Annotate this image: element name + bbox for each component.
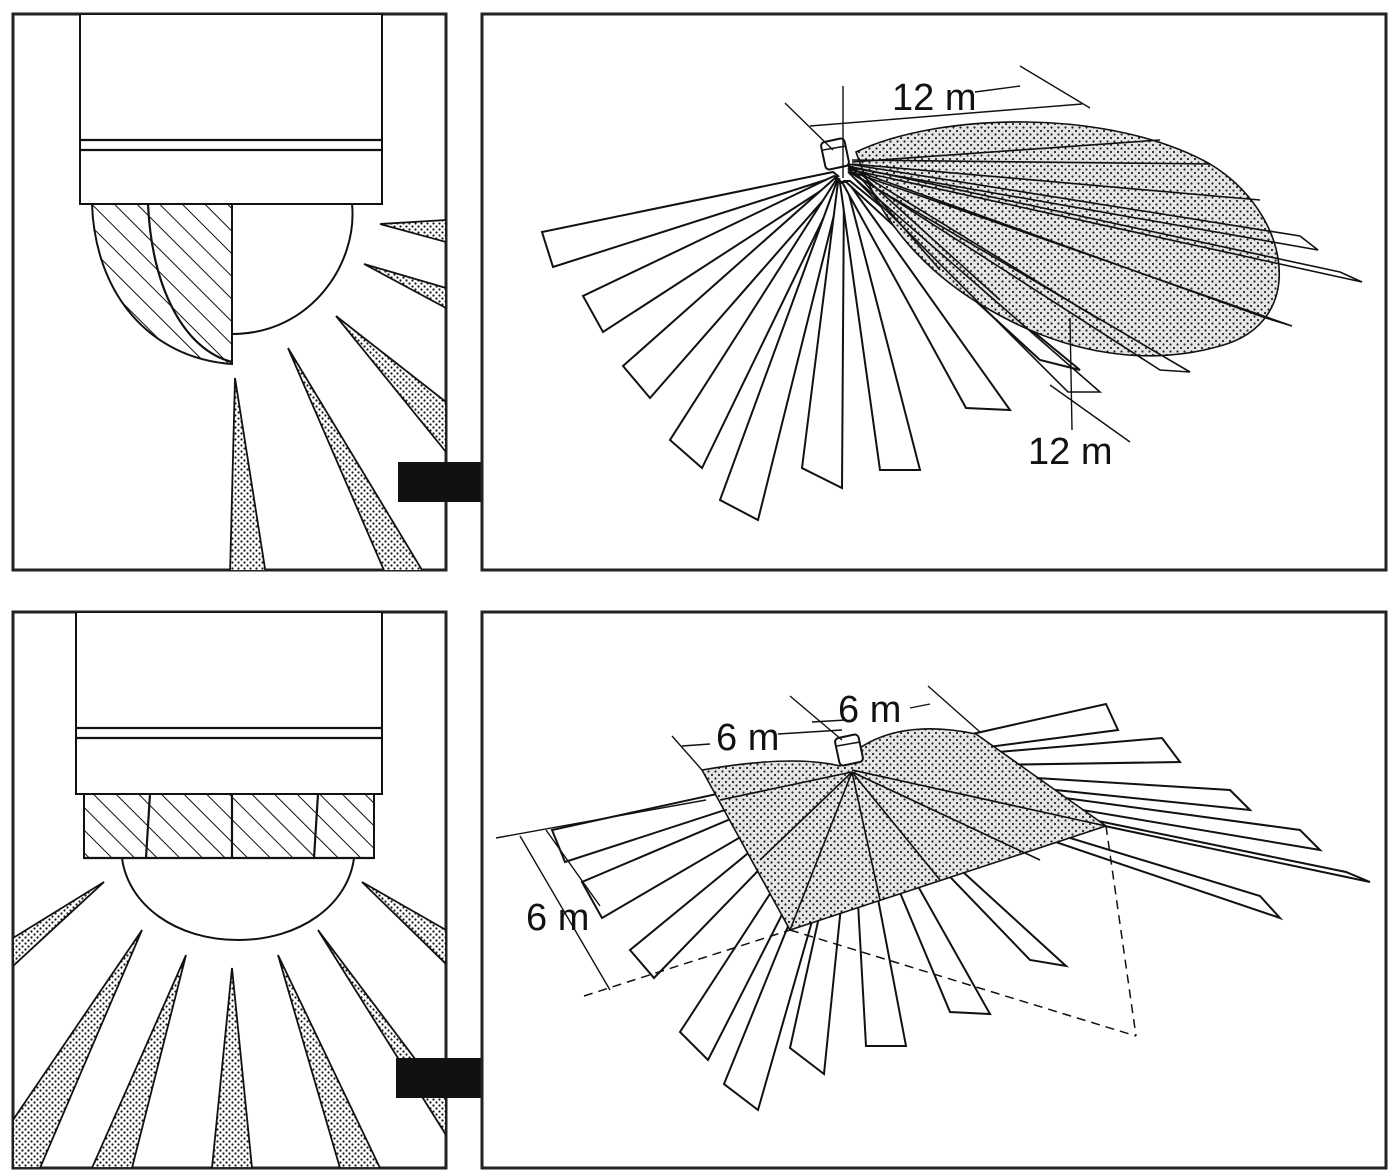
sensor-icon — [834, 733, 864, 767]
top-coverage-panel: 12 m 12 m — [480, 12, 1388, 572]
bottom-dimensions: 6 m 6 m 6 m — [495, 685, 1137, 1037]
lens-detail-icon — [83, 793, 375, 859]
range-left-label: 6 m — [716, 717, 779, 759]
top-sensor-detail-panel — [11, 12, 448, 572]
sensor-icon — [820, 137, 850, 171]
sensor-housing — [75, 612, 383, 795]
range-depth-label: 12 m — [1028, 431, 1112, 473]
top-detection-zones — [540, 121, 1363, 522]
range-depth-label: 6 m — [526, 897, 589, 939]
sensor-housing — [79, 14, 383, 205]
lens-dome — [120, 857, 356, 942]
top-detection-rays — [229, 219, 446, 570]
bottom-detection-rays — [13, 881, 446, 1168]
lens-dome — [231, 203, 354, 336]
range-right-label: 6 m — [838, 689, 901, 731]
top-dimensions: 12 m 12 m — [784, 65, 1131, 473]
bottom-coverage-panel: 6 m 6 m 6 m — [480, 610, 1388, 1170]
bottom-detection-zones — [550, 702, 1371, 1112]
bottom-sensor-detail-panel — [11, 610, 448, 1170]
range-horizontal-label: 12 m — [892, 77, 976, 119]
